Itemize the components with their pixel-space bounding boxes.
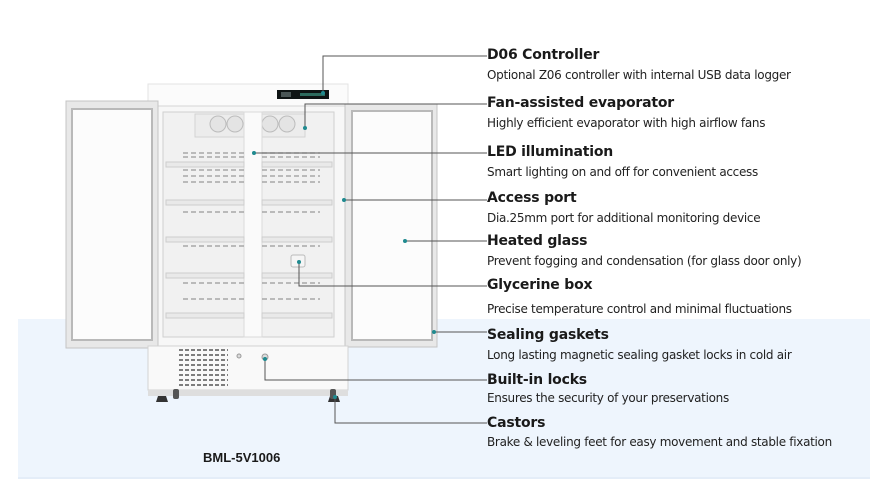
feature-evaporator: Fan-assisted evaporator Highly efficient… — [487, 95, 765, 131]
leader-evaporator — [304, 103, 487, 128]
feature-title: D06 Controller — [487, 47, 600, 63]
leader-locks — [264, 359, 487, 381]
castor-left — [173, 389, 179, 399]
feature-desc: Smart lighting on and off for convenient… — [487, 165, 758, 179]
feature-desc: Precise temperature control and minimal … — [487, 302, 792, 316]
feature-desc: Brake & leveling feet for easy movement … — [487, 435, 832, 449]
feature-controller: D06 Controller Optional Z06 controller w… — [487, 47, 791, 83]
right-door — [344, 103, 438, 348]
feature-desc: Highly efficient evaporator with high ai… — [487, 116, 766, 130]
feature-title: Glycerine box — [487, 277, 593, 293]
feature-title: Heated glass — [487, 233, 588, 249]
feature-led: LED illumination Smart lighting on and o… — [487, 144, 758, 180]
feature-title: Sealing gaskets — [487, 327, 609, 343]
feature-desc: Long lasting magnetic sealing gasket loc… — [487, 348, 792, 362]
feature-title: Fan-assisted evaporator — [487, 95, 674, 111]
feature-title: Access port — [487, 190, 577, 206]
feature-desc: Prevent fogging and condensation (for gl… — [487, 254, 802, 268]
leader-controller — [322, 55, 487, 93]
leader-castors — [334, 397, 487, 424]
feature-desc: Ensures the security of your preservatio… — [487, 391, 729, 405]
feature-heated-glass: Heated glass Prevent fogging and condens… — [487, 233, 802, 269]
feature-desc: Optional Z06 controller with internal US… — [487, 68, 791, 82]
feature-desc: Dia.25mm port for additional monitoring … — [487, 211, 761, 225]
left-door — [65, 100, 159, 349]
feature-glycerine: Glycerine box Precise temperature contro… — [487, 277, 792, 317]
feature-title: LED illumination — [487, 144, 614, 160]
center-mullion — [243, 111, 263, 338]
feature-title: Built-in locks — [487, 372, 587, 388]
feature-gaskets: Sealing gaskets Long lasting magnetic se… — [487, 327, 792, 363]
feature-title: Castors — [487, 415, 546, 431]
feature-castors: Castors Brake & leveling feet for easy m… — [487, 415, 832, 450]
fridge-base — [147, 345, 349, 391]
leader-glycerine — [298, 262, 487, 287]
model-label: BML-5V1006 — [203, 450, 281, 465]
feature-locks: Built-in locks Ensures the security of y… — [487, 372, 729, 406]
feature-access-port: Access port Dia.25mm port for additional… — [487, 190, 761, 226]
